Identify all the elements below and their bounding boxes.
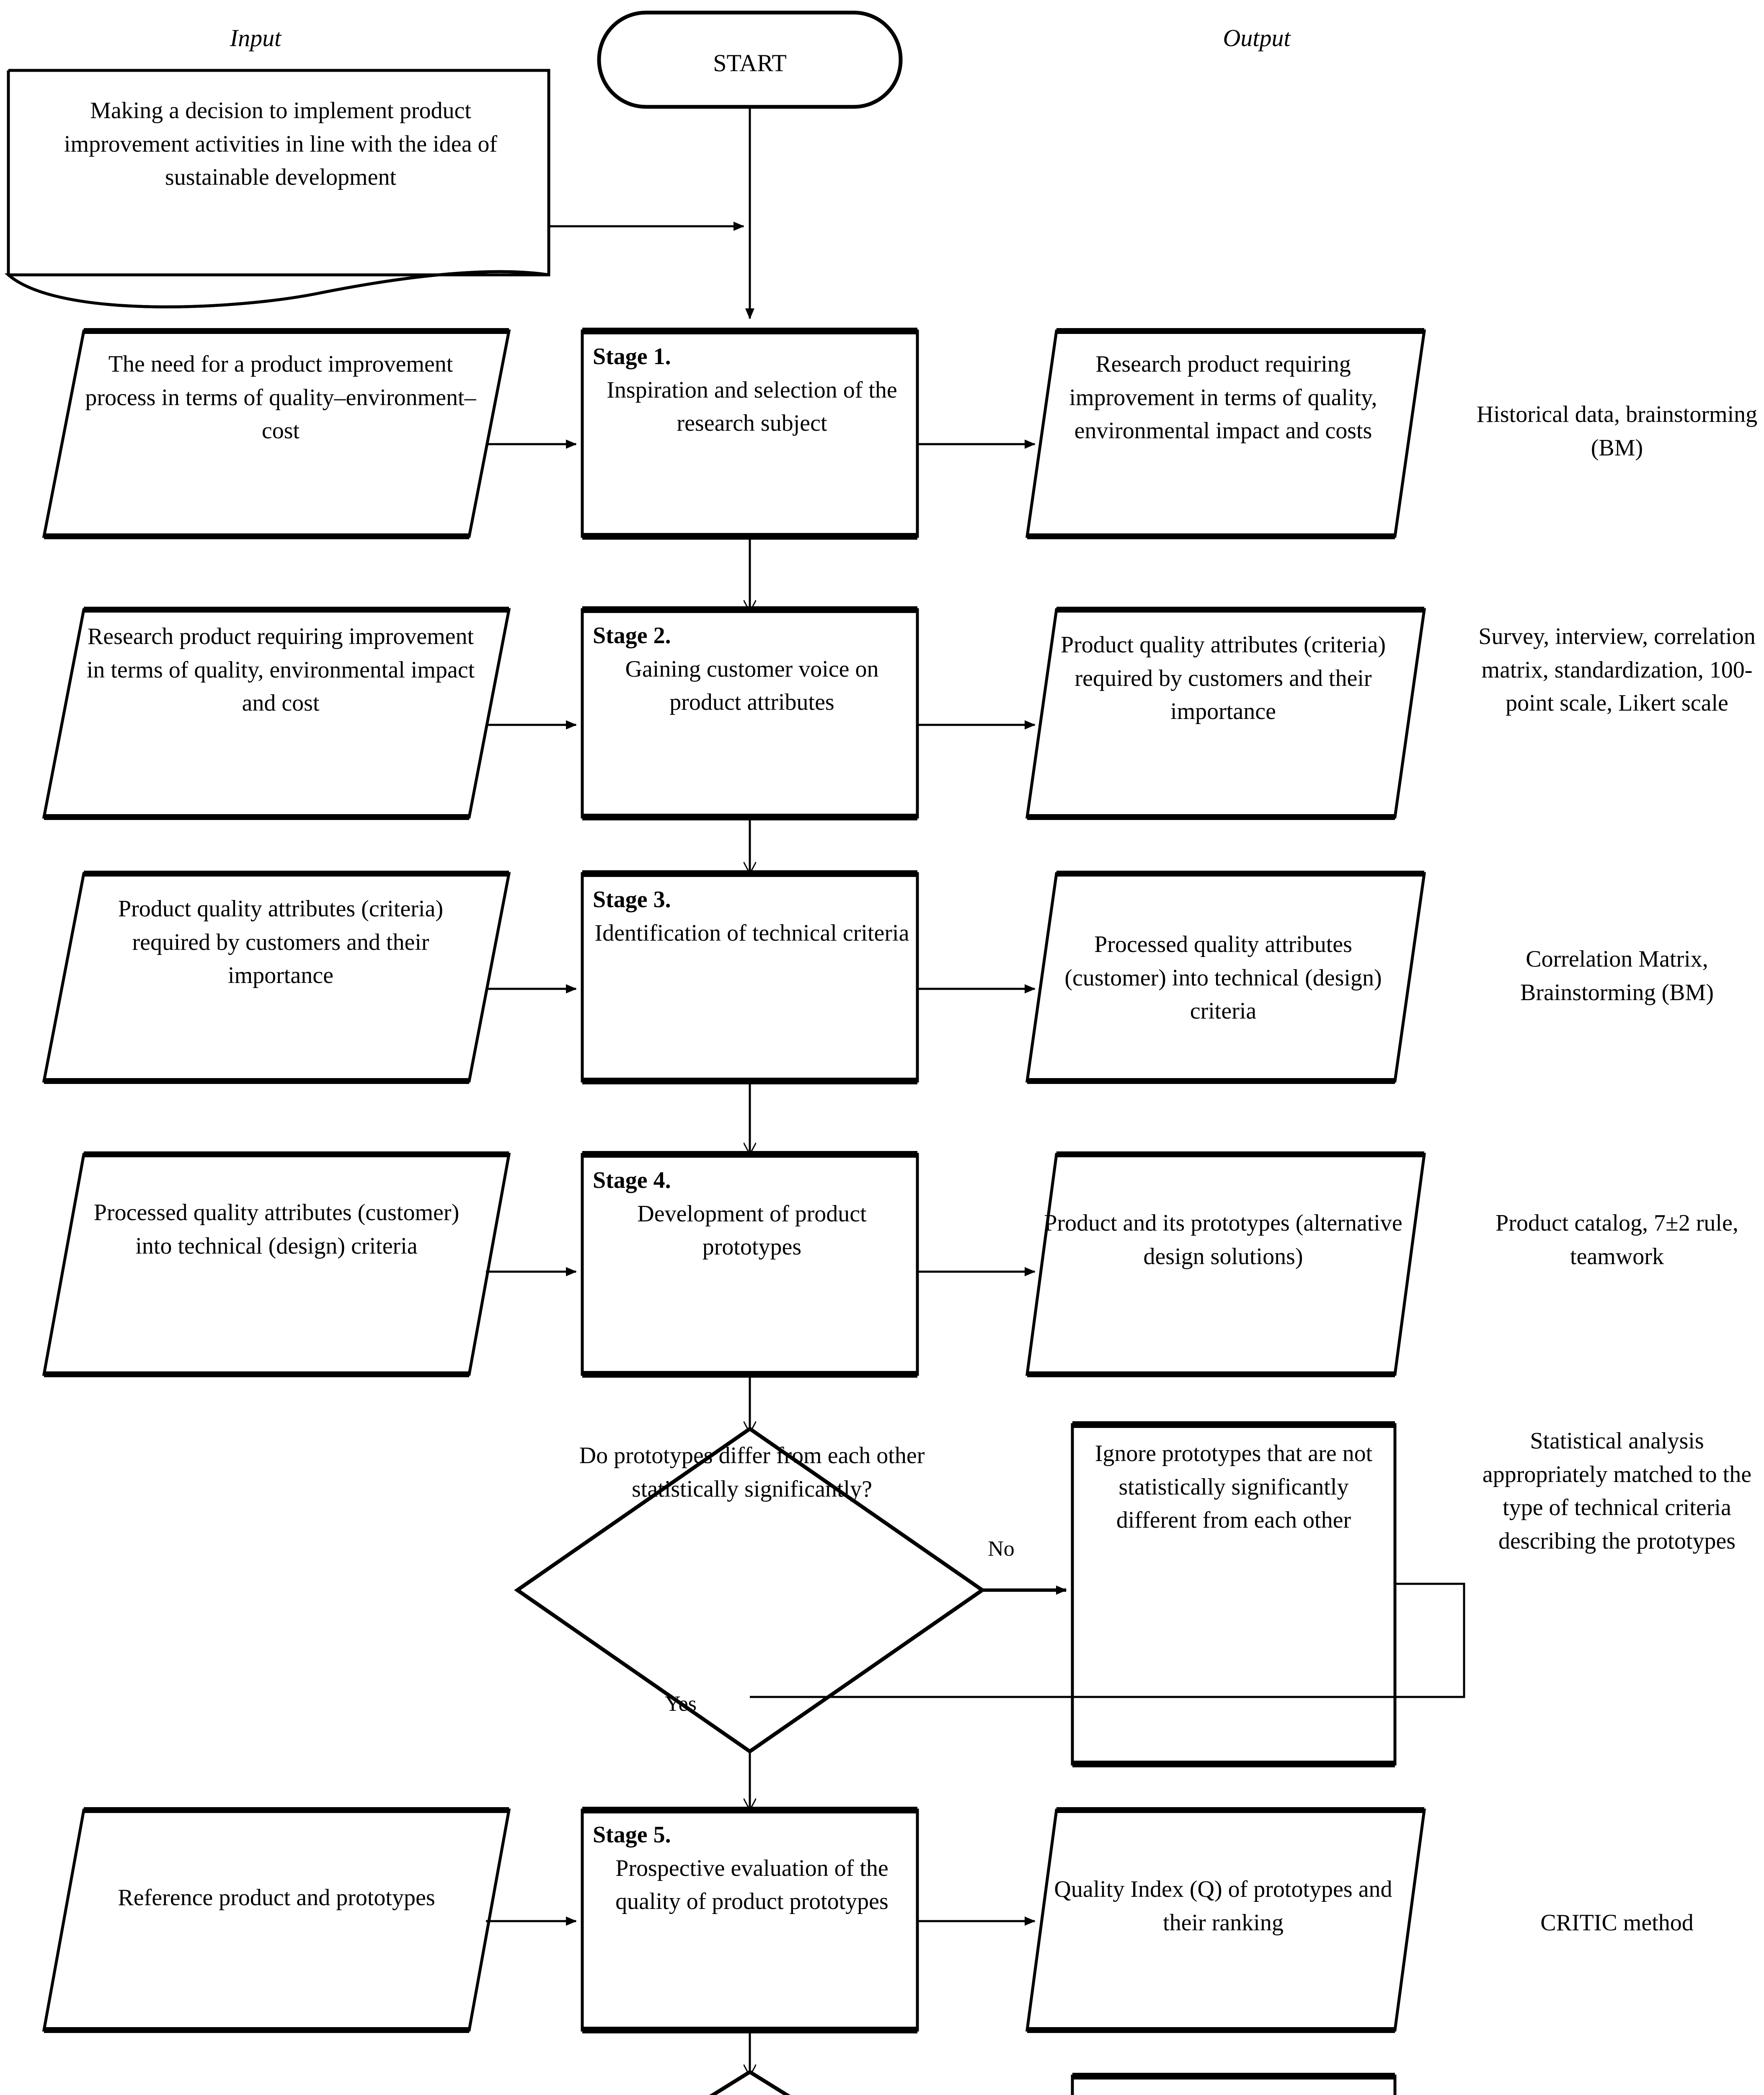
input-text-3: Product quality attributes (criteria) re… xyxy=(118,896,443,989)
decision-question-1: Do prototypes differ from each other sta… xyxy=(579,1443,925,1502)
output-text-1: Research product requiring improvement i… xyxy=(1069,351,1377,444)
start-label: START xyxy=(713,49,787,77)
stage-title-5: Stage 5. xyxy=(593,1822,671,1848)
input-text-1: The need for a product improvement proce… xyxy=(85,351,476,444)
process-box-stage-2 xyxy=(581,608,919,819)
stage-body-4: Development of product prototypes xyxy=(637,1200,867,1260)
stage-block-3: Stage 3. Identification of technical cri… xyxy=(593,883,911,950)
methods-text-3: Correlation Matrix, Brainstorming (BM) xyxy=(1520,946,1714,1006)
parallelogram-input-4 xyxy=(42,1153,511,1376)
column-header-input: Input xyxy=(230,24,282,52)
process-box-ignore-prototypes xyxy=(1071,1423,1397,1766)
stage-block-2: Stage 2. Gaining customer voice on produ… xyxy=(593,619,911,719)
stage-body-3: Identification of technical criteria xyxy=(594,920,909,946)
decision-1-methods-text: Statistical analysis appropriately match… xyxy=(1482,1428,1752,1554)
stage-body-2: Gaining customer voice on product attrib… xyxy=(625,656,879,716)
process-box-stage-4 xyxy=(581,1153,919,1376)
process-box-stage-5 xyxy=(581,1808,919,2032)
input-text-2: Research product requiring improvement i… xyxy=(86,623,475,716)
output-text-5: Quality Index (Q) of prototypes and thei… xyxy=(1054,1876,1392,1936)
stage-title-1: Stage 1. xyxy=(593,344,671,370)
stage-title-2: Stage 2. xyxy=(593,623,671,649)
column-header-output: Output xyxy=(1223,24,1291,52)
methods-text-5: CRITIC method xyxy=(1540,1910,1694,1936)
stage-block-1: Stage 1. Inspiration and selection of th… xyxy=(593,340,911,440)
output-text-4: Product and its prototypes (alternative … xyxy=(1044,1210,1402,1270)
output-text-2: Product quality attributes (criteria) re… xyxy=(1061,632,1386,725)
parallelogram-input-5 xyxy=(42,1808,511,2032)
decision-1-yes-label: Yes xyxy=(665,1692,697,1716)
output-text-3: Processed quality attributes (customer) … xyxy=(1064,931,1382,1024)
ignore-prototypes-text: Ignore prototypes that are not statistic… xyxy=(1095,1441,1373,1534)
input-text-5: Reference product and prototypes xyxy=(118,1885,435,1911)
stage-title-4: Stage 4. xyxy=(593,1167,671,1193)
process-box-stage-1 xyxy=(581,329,919,538)
methods-text-1: Historical data, brainstorming (BM) xyxy=(1476,401,1758,461)
stage-title-3: Stage 3. xyxy=(593,887,671,913)
stage-block-4: Stage 4. Development of product prototyp… xyxy=(593,1164,911,1264)
decision-1-no-label: No xyxy=(988,1537,1015,1561)
stage-body-5: Prospective evaluation of the quality of… xyxy=(615,1855,888,1915)
methods-text-4: Product catalog, 7±2 rule, teamwork xyxy=(1495,1210,1738,1270)
decision-diamond-2 xyxy=(709,2069,791,2095)
stage-block-5: Stage 5. Prospective evaluation of the q… xyxy=(593,1818,911,1919)
pre-input-text: Making a decision to implement product i… xyxy=(64,98,498,191)
methods-text-2: Survey, interview, correlation matrix, s… xyxy=(1478,623,1756,716)
input-text-4: Processed quality attributes (customer) … xyxy=(93,1200,460,1259)
process-box-stage-3 xyxy=(581,872,919,1083)
stage-body-1: Inspiration and selection of the researc… xyxy=(607,377,897,437)
